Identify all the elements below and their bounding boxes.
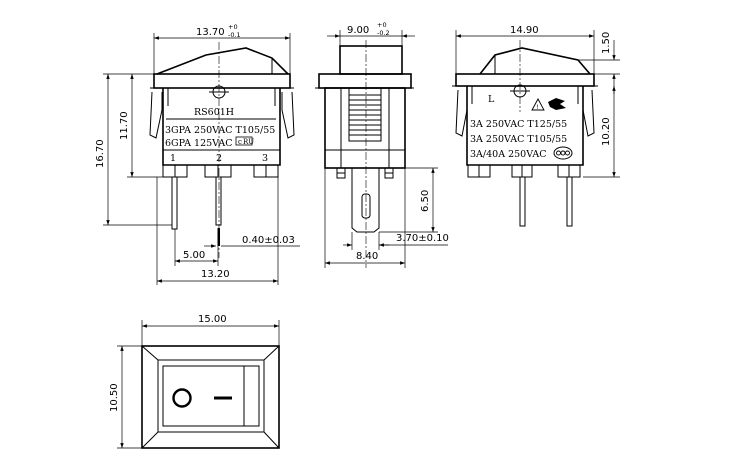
svg-text:-0.1: -0.1: [228, 31, 241, 39]
top-bezel-outer: [141, 345, 280, 449]
back-warning-icon: !: [531, 98, 545, 111]
front-left-clip: [149, 91, 163, 139]
back-letter: L: [488, 94, 495, 105]
front-rating-line1: 3GPA 250VAC T105/55: [165, 125, 275, 136]
front-dim-width-top: 13.70: [196, 27, 225, 38]
side-dim-pin-length: 6.50: [420, 190, 431, 212]
svg-text:+0: +0: [377, 21, 387, 29]
back-view: L ! 3A 250VAC T125/55 3A 250VAC T105/55 …: [452, 25, 620, 227]
svg-text:RU: RU: [243, 138, 254, 146]
svg-text:c: c: [238, 138, 242, 146]
side-ribs: [340, 87, 390, 168]
front-approval-mark: c RU: [235, 136, 254, 146]
back-approval-logo: [548, 98, 566, 110]
side-bezel: [318, 73, 412, 89]
back-dim-body-height: 10.20: [601, 117, 612, 146]
back-rating-line1: 3A 250VAC T125/55: [470, 119, 567, 130]
front-pin-3-label: 3: [262, 153, 268, 164]
top-bezel-inner: [157, 359, 265, 433]
top-dim-width: 15.00: [198, 314, 227, 325]
front-dim-height-total: 16.70: [95, 139, 106, 168]
front-pin-1: [171, 176, 178, 230]
side-dim-width-bottom: 8.40: [356, 251, 378, 262]
top-rocker: [162, 365, 260, 427]
back-pin-3: [566, 176, 573, 227]
back-pin-2: [519, 176, 526, 227]
back-dim-width-top: 14.90: [510, 25, 539, 36]
off-symbol-icon: [172, 388, 192, 408]
front-view: RS601H 3GPA 250VAC T105/55 6GPA 125VAC c…: [95, 23, 300, 285]
back-right-clip: [582, 89, 595, 137]
svg-text:+0: +0: [228, 23, 238, 31]
front-right-clip: [281, 91, 295, 139]
side-dim-pin-width: 3.70±0.10: [396, 233, 449, 244]
back-cqc-mark: [553, 146, 573, 160]
back-rocker: [479, 47, 591, 75]
svg-text:-0.2: -0.2: [377, 29, 390, 37]
front-pin-2: [215, 176, 222, 226]
side-view: 9.00 +0 -0.2 6.50 3.70±0.10 8.40: [315, 21, 449, 268]
front-dim-pin-span: 13.20: [201, 269, 230, 280]
front-rocker: [156, 47, 289, 75]
top-dim-height: 10.50: [109, 383, 120, 412]
side-rocker: [339, 45, 403, 75]
front-dim-pin-spacing: 5.00: [183, 250, 205, 261]
back-rating-line2: 3A 250VAC T105/55: [470, 134, 567, 145]
svg-text:!: !: [537, 104, 539, 111]
side-dim-width-top: 9.00: [347, 25, 369, 36]
back-left-clip: [455, 89, 468, 137]
front-pin-1-label: 1: [170, 153, 176, 164]
front-rating-line2: 6GPA 125VAC: [165, 138, 233, 149]
front-bezel: [153, 73, 291, 89]
front-dim-height-body: 11.70: [119, 111, 130, 140]
front-dim-pin-thickness: 0.40±0.03: [242, 235, 295, 246]
top-view: 15.00 10.50: [109, 314, 280, 449]
back-rating-line3: 3A/40A 250VAC: [470, 149, 547, 160]
back-dim-rocker-height: 1.50: [601, 32, 612, 54]
front-model-text: RS601H: [194, 107, 234, 118]
back-bezel: [455, 73, 595, 87]
front-pin-2-label: 2: [216, 153, 222, 164]
side-pin: [351, 168, 380, 233]
